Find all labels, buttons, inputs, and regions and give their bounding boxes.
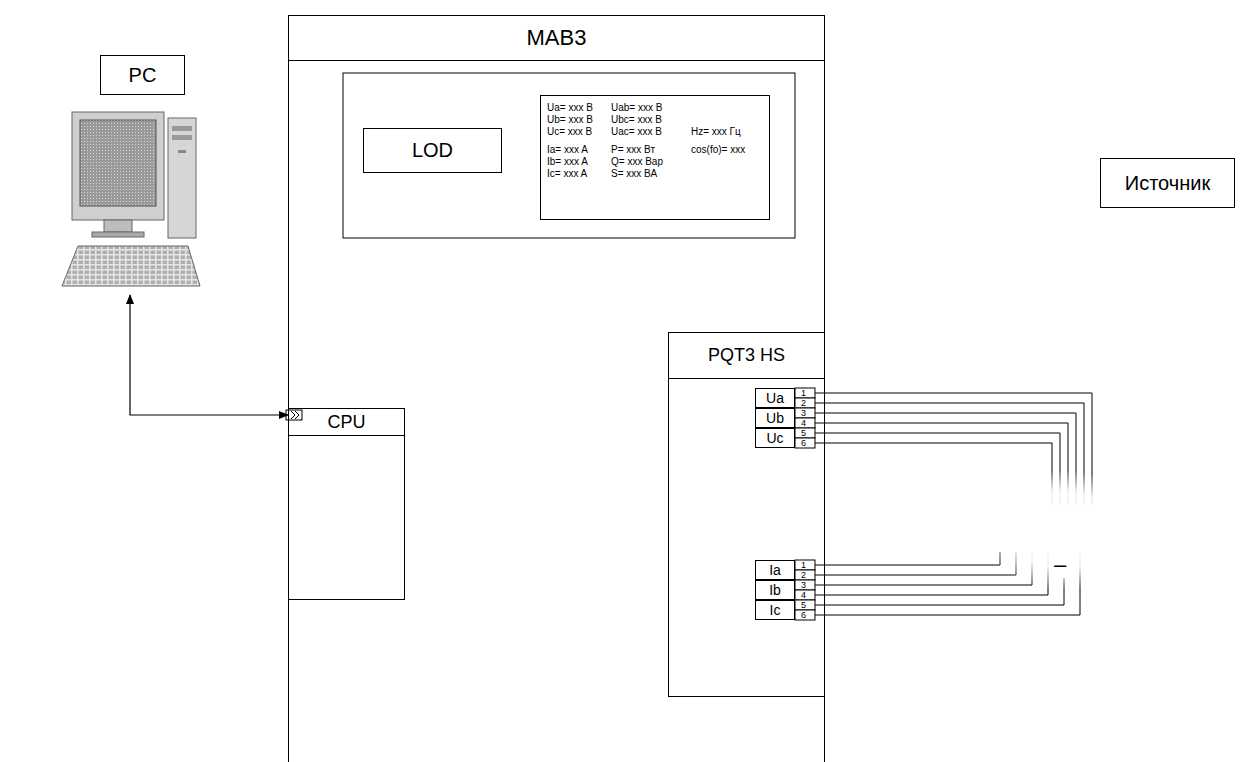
pin-number: 1 [801, 560, 806, 570]
text-holder: Источник [1101, 159, 1234, 207]
reading-text: Ua= xxx В [547, 102, 593, 114]
pin-number: 1 [801, 388, 806, 398]
cpu-box: CPU [288, 408, 405, 600]
reading-text: cos(fo)= xxx [691, 144, 745, 156]
box-text: Источник [1125, 172, 1210, 195]
text-holder: Ua [756, 389, 794, 407]
module-box: PQT3 HS UaUbUcIaIbIc [668, 332, 825, 697]
pin-number: 2 [801, 398, 806, 408]
reading-text: Uc= xxx В [547, 126, 592, 138]
pin-number: 5 [801, 600, 806, 610]
reading-text: S= xxx ВА [611, 168, 657, 180]
link-arrow [130, 295, 288, 415]
blur-area [982, 470, 1142, 590]
reading-text: Uac= xxx В [611, 126, 662, 138]
header-text: MAB3 [527, 25, 587, 51]
computer-illustration [62, 112, 200, 286]
reading-text: Ia= xxx A [547, 144, 588, 156]
label-text: PC [129, 64, 157, 87]
terminal-block: Ub [755, 408, 795, 428]
box-text: Ic [770, 602, 781, 618]
box-text: Ua [766, 390, 784, 406]
pin-number: 3 [801, 580, 806, 590]
header-text: PQT3 HS [708, 345, 785, 366]
box-text: Ib [769, 582, 781, 598]
source-box: Источник [1100, 158, 1235, 208]
box-text: Ub [766, 410, 784, 426]
text-holder: Uc [756, 429, 794, 447]
text-holder: Ub [756, 409, 794, 427]
reading-text: Uab= xxx В [611, 102, 662, 114]
reading-text: Ubc= xxx В [611, 114, 662, 126]
text-holder: Ib [756, 581, 794, 599]
reading-text: P= xxx Вт [611, 144, 655, 156]
header-band: CPU [289, 409, 404, 436]
box-text: Uc [766, 430, 783, 446]
pin-number: 4 [801, 590, 806, 600]
reading-text: Hz= xxx Гц [691, 126, 741, 138]
box-text: LOD [412, 139, 453, 162]
box-text: Ia [769, 562, 781, 578]
terminal-block: Ia [755, 560, 795, 580]
reading-text: Ib= xxx A [547, 156, 588, 168]
text-holder: Ic [756, 601, 794, 619]
text-holder: LOD [364, 129, 501, 172]
terminal-block: Uc [755, 428, 795, 448]
pin-number: 5 [801, 428, 806, 438]
terminal-block: Ib [755, 580, 795, 600]
terminal-pins [795, 388, 815, 620]
pin-number: 3 [801, 408, 806, 418]
terminal-block: Ua [755, 388, 795, 408]
header-band: PQT3 HS [669, 333, 824, 379]
text-holder: Ia [756, 561, 794, 579]
label-box: PC [100, 55, 185, 95]
computer-node: PC [55, 50, 205, 295]
header-band: MAB3 [289, 16, 824, 61]
reading-text: Ub= xxx В [547, 114, 593, 126]
terminal-block: Ic [755, 600, 795, 620]
display-panel [343, 73, 795, 238]
reading-text: Ic= xxx A [547, 168, 587, 180]
device-box: MAB3LOD Ua= xxx В Uab= xxx В Ub= xxx В Ubc= … [288, 15, 825, 762]
pin-number: 2 [801, 570, 806, 580]
pin-number: 6 [801, 610, 806, 620]
polarity-mark: – [1052, 552, 1068, 578]
display-box: LOD [363, 128, 502, 173]
readings-box: Ua= xxx В Uab= xxx В Ub= xxx В Ubc= xxx В Uc… [540, 95, 770, 220]
reading-text: Q= xxx Вар [611, 156, 663, 168]
header-text: CPU [327, 412, 365, 433]
pin-number: 6 [801, 438, 806, 448]
pin-number: 4 [801, 418, 806, 428]
